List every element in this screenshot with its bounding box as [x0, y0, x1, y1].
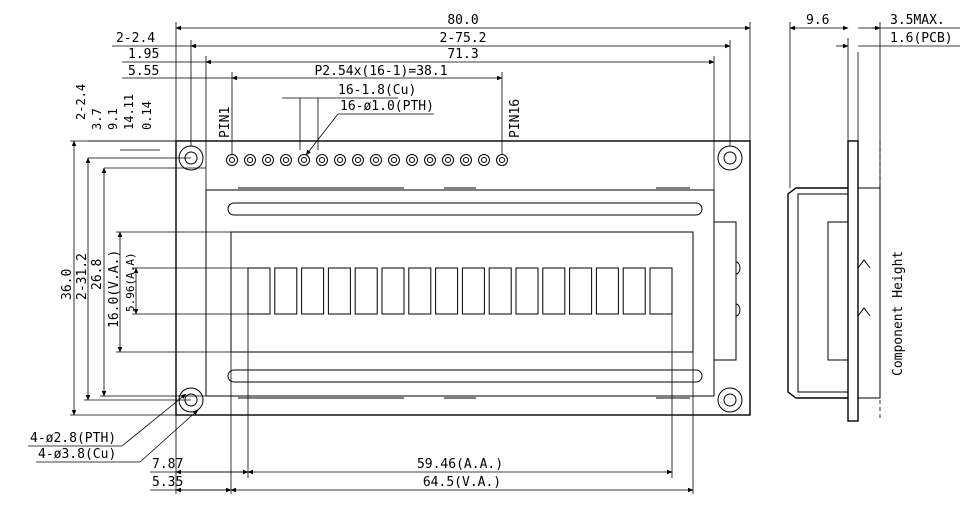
dim-height: 36.0 — [60, 269, 75, 300]
pin-pad — [442, 154, 454, 166]
pin-pad — [334, 154, 346, 166]
char-cell — [595, 267, 619, 315]
pin-pad — [460, 154, 472, 166]
mounting-hole-bottom-right — [717, 387, 743, 413]
callout-hole-cu: 4-ø3.8(Cu) — [38, 447, 116, 462]
char-cell — [327, 267, 351, 315]
callout-copper-pads: 16-1.8(Cu) — [338, 83, 416, 98]
viewing-area — [230, 231, 694, 353]
pin-pad — [496, 154, 508, 166]
dim-pin-span: P2.54x(16-1)=38.1 — [314, 64, 447, 79]
pin-pad — [424, 154, 436, 166]
char-cell — [622, 267, 646, 315]
char-cell — [569, 267, 593, 315]
pin-pad — [316, 154, 328, 166]
pin-pad — [244, 154, 256, 166]
dim-active-area-v: 5.96(A.A) — [124, 252, 137, 312]
char-cell — [435, 267, 459, 315]
pad-callouts: 16-1.8(Cu) 16-ø1.0(PTH) — [282, 83, 434, 156]
dim-active-area-h: 59.46(A.A.) — [417, 457, 503, 472]
dim-hole-pitch: 2-75.2 — [440, 31, 487, 46]
char-cell — [408, 267, 432, 315]
char-cell — [649, 267, 673, 315]
callout-hole-pth: 4-ø2.8(PTH) — [30, 431, 116, 446]
pin-pad — [388, 154, 400, 166]
pin-pad — [406, 154, 418, 166]
hole-callouts: 4-ø2.8(PTH) 4-ø3.8(Cu) — [28, 393, 199, 463]
left-top-dimensions: 2-2.4 3.7 9.1 14.11 0.14 — [74, 84, 206, 169]
char-cell — [274, 267, 298, 315]
dim-side-depth: 9.6 — [806, 13, 829, 28]
char-cell — [461, 267, 485, 315]
pin-pad — [280, 154, 292, 166]
pin16-label: PIN16 — [508, 99, 523, 138]
dim-hole-pitch-v: 2-31.2 — [75, 253, 90, 300]
callout-pth-pads: 16-ø1.0(PTH) — [340, 99, 434, 114]
dim-left-frame: 1.95 — [128, 47, 159, 62]
dim-v-3-7: 3.7 — [90, 108, 104, 130]
dim-overall-width: 80.0 — [447, 13, 478, 28]
char-cell — [247, 267, 271, 315]
left-side-dimensions: 36.0 2-31.2 26.8 16.0(V.A.) 5.96(A.A) — [60, 140, 248, 416]
top-dimensions: 80.0 2-75.2 71.3 P2.54x(16-1)=38.1 2-2.4… — [112, 13, 751, 190]
pin-pad — [478, 154, 490, 166]
pin-pad — [226, 154, 238, 166]
char-cell — [301, 267, 325, 315]
dim-left-hole: 2-2.4 — [116, 31, 155, 46]
pin-pad — [352, 154, 364, 166]
dim-left-window: 5.55 — [128, 64, 159, 79]
bottom-dimensions: 7.87 59.46(A.A.) 5.35 64.5(V.A.) — [150, 314, 694, 494]
mounting-hole-top-right — [717, 145, 743, 171]
dim-v-0-14: 0.14 — [140, 101, 154, 130]
pcb-outline — [175, 140, 751, 416]
pin-pad — [298, 154, 310, 166]
component-height-label: Component Height — [891, 251, 906, 376]
char-cell — [354, 267, 378, 315]
dim-window-span: 71.3 — [447, 47, 478, 62]
dim-view-area-h: 64.5(V.A.) — [423, 475, 501, 490]
lcd-bezel — [205, 187, 741, 399]
pin1-label: PIN1 — [218, 107, 233, 138]
dim-va-offset: 5.35 — [152, 475, 183, 490]
dim-aa-offset: 7.87 — [152, 457, 183, 472]
dim-pcb-thickness: 1.6(PCB) — [890, 31, 953, 46]
dim-v-hole: 2-2.4 — [74, 84, 88, 120]
char-cell — [542, 267, 566, 315]
pin-row — [226, 154, 508, 166]
dim-frame-v: 26.8 — [90, 259, 105, 290]
char-cell — [515, 267, 539, 315]
dim-view-area-v: 16.0(V.A.) — [107, 250, 122, 328]
char-cell — [488, 267, 512, 315]
mounting-holes — [178, 145, 743, 413]
char-cell — [381, 267, 405, 315]
dim-max-height: 3.5MAX. — [890, 13, 945, 28]
pin-pad — [262, 154, 274, 166]
side-view: 9.6 3.5MAX. 1.6(PCB) Component Height — [787, 13, 960, 422]
dim-v-9-1: 9.1 — [106, 108, 120, 130]
character-cells — [247, 267, 673, 315]
dim-v-14-11: 14.11 — [122, 94, 136, 130]
pin-pad — [370, 154, 382, 166]
